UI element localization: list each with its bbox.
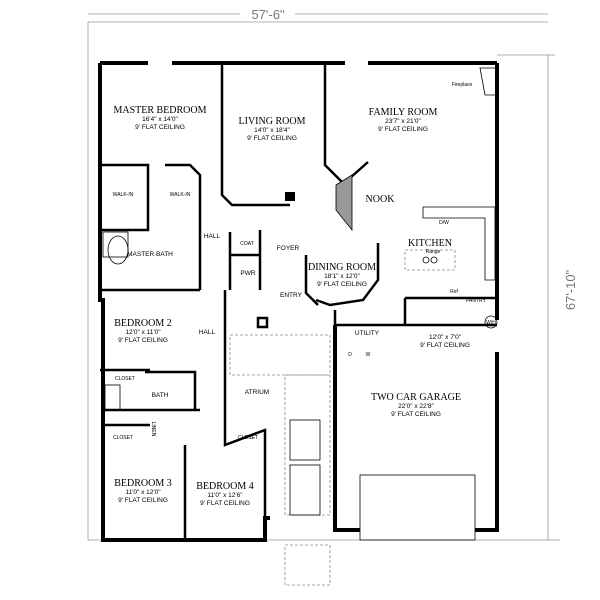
room-bath: BATH [152, 392, 169, 399]
room-hall: HALL [199, 329, 216, 336]
kitchen-island [404, 249, 456, 271]
svg-text:9' FLAT CEILING: 9' FLAT CEILING [118, 337, 168, 344]
svg-text:BEDROOM 2: BEDROOM 2 [114, 318, 172, 329]
room-bedroom-3: BEDROOM 3 11'0" x 12'0" 9' FLAT CEILING [114, 478, 172, 504]
room-living-room: LIVING ROOM 14'0" x 18'4" 9' FLAT CEILIN… [239, 116, 306, 142]
room-closet: CLOSET [113, 435, 133, 441]
svg-text:BEDROOM 3: BEDROOM 3 [114, 478, 172, 489]
atrium-walkway [229, 334, 476, 586]
room-hall: HALL [204, 233, 221, 240]
svg-text:12'0" x 11'0": 12'0" x 11'0" [125, 329, 161, 336]
room-walk-in: WALK-IN [170, 192, 191, 198]
room-bedroom-2: BEDROOM 2 12'0" x 11'0" 9' FLAT CEILING [114, 318, 172, 344]
dishwasher-label: D/W [439, 220, 449, 226]
tub-icon [104, 384, 121, 411]
room-nook: NOOK [366, 194, 396, 205]
room-closet: CLOSET [115, 376, 135, 382]
svg-text:MASTER BEDROOM: MASTER BEDROOM [113, 105, 206, 116]
range-burner-icon [430, 256, 438, 264]
fireplace-icon [479, 67, 498, 96]
nook-bay-window [335, 174, 353, 232]
shower-icon [102, 231, 129, 258]
room-coat: COAT [240, 241, 254, 247]
water-heater-label: W/H [486, 320, 496, 326]
room-pwr: PWR [240, 270, 255, 277]
svg-text:DINING ROOM: DINING ROOM [308, 262, 376, 273]
room-bedroom-4: BEDROOM 4 11'0" x 12'6" 9' FLAT CEILING [196, 481, 254, 507]
svg-text:9' FLAT CEILING: 9' FLAT CEILING [420, 342, 470, 349]
svg-text:23'7" x 21'0": 23'7" x 21'0" [385, 118, 421, 125]
svg-text:9' FLAT CEILING: 9' FLAT CEILING [378, 126, 428, 133]
bathtub-icon [107, 235, 129, 265]
water-heater-icon [484, 315, 498, 329]
svg-text:LIVING ROOM: LIVING ROOM [239, 116, 306, 127]
depth-dimension: 67'-10" [563, 269, 578, 310]
room-utility: UTILITY [355, 330, 380, 337]
svg-text:9' FLAT CEILING: 9' FLAT CEILING [118, 497, 168, 504]
room-master-bedroom: MASTER BEDROOM 16'4" x 14'0" 9' FLAT CEI… [113, 105, 206, 131]
washer-label: W [366, 352, 371, 358]
room-entry: ENTRY [280, 292, 303, 299]
svg-text:16'4" x 14'0": 16'4" x 14'0" [142, 116, 178, 123]
interior-walls [100, 163, 497, 540]
svg-text:9' FLAT CEILING: 9' FLAT CEILING [391, 411, 441, 418]
exterior-walls [98, 61, 499, 542]
room-garage: TWO CAR GARAGE 22'0" x 22'8" 9' FLAT CEI… [371, 392, 461, 418]
range-label: Range [426, 249, 441, 255]
svg-text:9' FLAT CEILING: 9' FLAT CEILING [200, 500, 250, 507]
room-storage: 12'0" x 7'0" 9' FLAT CEILING [420, 334, 470, 349]
fireplace-label: Fireplace [452, 82, 473, 88]
pantry-label: PANTRY [466, 298, 486, 304]
svg-text:14'0" x 18'4": 14'0" x 18'4" [254, 127, 290, 134]
svg-text:18'1" x 12'0": 18'1" x 12'0" [324, 273, 360, 280]
svg-text:12'0" x 7'0": 12'0" x 7'0" [429, 334, 462, 341]
room-kitchen: KITCHEN [408, 238, 452, 249]
room-master-bath: MASTER BATH [127, 251, 173, 258]
svg-text:FAMILY ROOM: FAMILY ROOM [369, 107, 438, 118]
svg-text:11'0" x 12'0": 11'0" x 12'0" [125, 489, 161, 496]
width-dimension: 57'-6" [251, 7, 285, 22]
room-linen: LINEN [150, 422, 156, 437]
room-atrium: ATRIUM [245, 389, 269, 396]
svg-text:11'0" x 12'6": 11'0" x 12'6" [207, 492, 243, 499]
room-foyer: FOYER [277, 245, 300, 252]
svg-text:9' FLAT CEILING: 9' FLAT CEILING [247, 135, 297, 142]
svg-text:9' FLAT CEILING: 9' FLAT CEILING [317, 281, 367, 288]
room-dining-room: DINING ROOM 18'1" x 12'0" 9' FLAT CEILIN… [308, 262, 376, 288]
room-closet: CLOSET [238, 435, 258, 441]
range-burner-icon [422, 256, 430, 264]
room-walk-in: WALK-IN [113, 192, 134, 198]
svg-text:22'0" x 22'8": 22'0" x 22'8" [398, 403, 434, 410]
svg-text:BEDROOM 4: BEDROOM 4 [196, 481, 254, 492]
refrigerator-label: Ref [450, 289, 458, 295]
svg-text:9' FLAT CEILING: 9' FLAT CEILING [135, 124, 185, 131]
dryer-label: D [348, 352, 352, 358]
room-family-room: FAMILY ROOM 23'7" x 21'0" 9' FLAT CEILIN… [369, 107, 438, 133]
fixtures [102, 67, 498, 411]
svg-text:TWO CAR GARAGE: TWO CAR GARAGE [371, 392, 461, 403]
